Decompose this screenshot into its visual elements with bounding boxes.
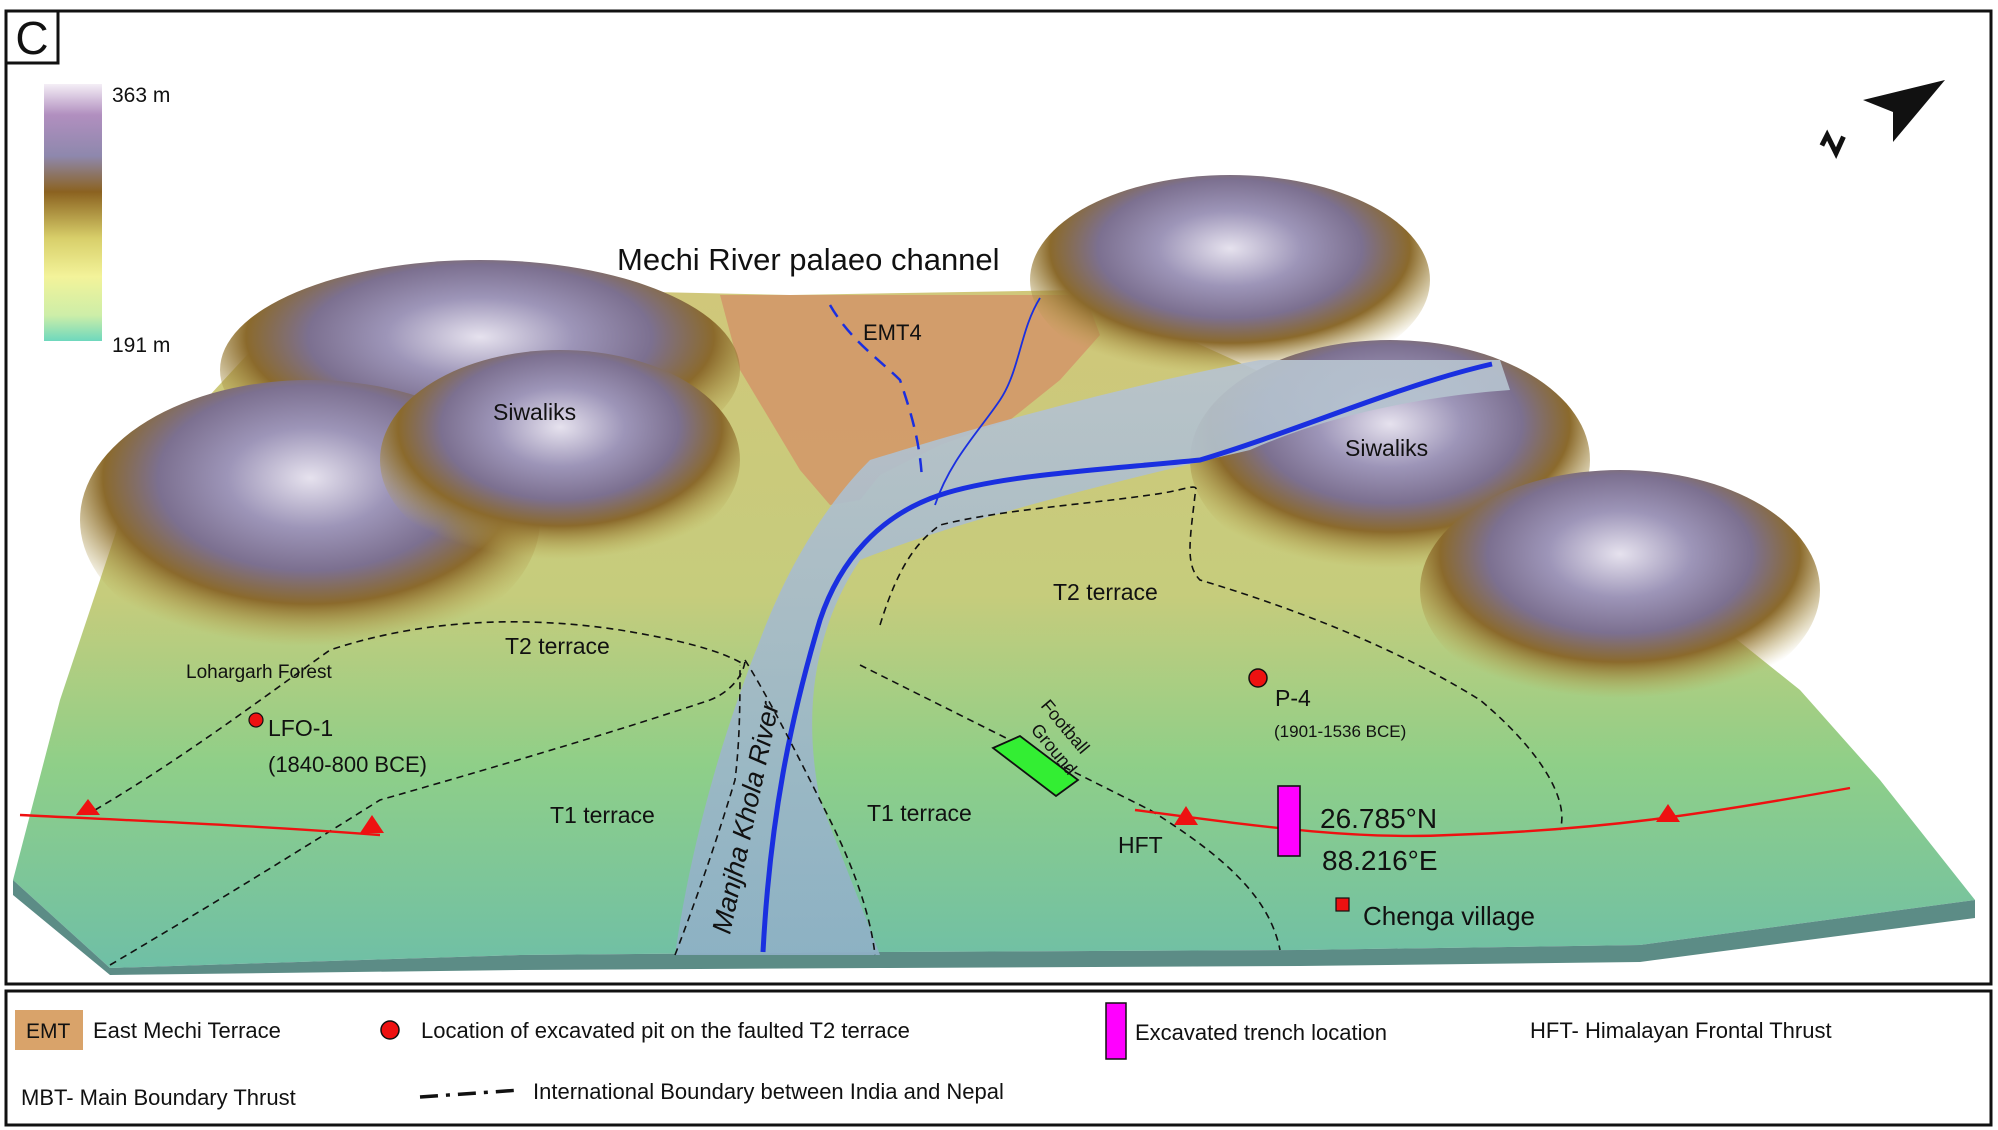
panel-letter: C <box>15 12 48 64</box>
legend-frame <box>4 989 1993 1127</box>
label-siwaliks-right: Siwaliks <box>1345 435 1428 461</box>
label-lohargarh-forest: Lohargarh Forest <box>186 662 332 683</box>
hft-fault-line <box>19 813 381 837</box>
label-hft: HFT <box>1118 832 1163 858</box>
label-siwaliks-left: Siwaliks <box>493 399 576 425</box>
palaeo-stream <box>934 297 1041 506</box>
manjha-khola-river <box>760 361 1493 953</box>
hill-left-mid <box>380 350 740 570</box>
legend-boundary-text: International Boundary between India and… <box>533 1079 1004 1104</box>
legend-pit-icon <box>380 1020 400 1040</box>
excavated-trench <box>1277 785 1301 857</box>
north-arrow-icon <box>1819 80 1945 159</box>
elevation-max: 363 m <box>112 84 170 107</box>
palaeo-dashed-channel <box>828 304 924 481</box>
hill-right-front <box>1420 470 1820 710</box>
label-t1-right: T1 terrace <box>867 800 972 826</box>
label-t2-left: T2 terrace <box>505 633 610 659</box>
legend-emt-abbrev: EMT <box>26 1020 71 1043</box>
label-p4: P-4 <box>1275 685 1311 711</box>
legend-emt-text: East Mechi Terrace <box>93 1018 281 1043</box>
panel-letter-box <box>4 9 60 65</box>
elevation-min: 191 m <box>112 334 170 357</box>
legend-emt-swatch <box>15 1010 83 1050</box>
terrain-side <box>13 880 1975 975</box>
hft-fault-line-east <box>1134 786 1851 838</box>
emt4-area <box>720 295 1100 505</box>
label-lfo1: LFO-1 <box>268 715 333 741</box>
label-t2-right: T2 terrace <box>1053 579 1158 605</box>
pit-p4 <box>1248 668 1268 688</box>
pit-lfo1 <box>248 712 264 728</box>
legend-trench-text: Excavated trench location <box>1135 1020 1387 1045</box>
label-latitude: 26.785°N <box>1320 803 1437 834</box>
label-emt4: EMT4 <box>863 320 922 345</box>
legend-hft-text: HFT- Himalayan Frontal Thrust <box>1530 1018 1832 1043</box>
label-t1-left: T1 terrace <box>550 802 655 828</box>
label-lfo1-age: (1840-800 BCE) <box>268 752 427 777</box>
label-palaeo-channel: Mechi River palaeo channel <box>617 242 1000 277</box>
legend-mbt-text: MBT- Main Boundary Thrust <box>21 1085 296 1110</box>
legend-boundary-icon <box>419 1088 521 1099</box>
fault-teeth <box>76 799 1680 833</box>
legend-trench-icon <box>1105 1002 1127 1060</box>
chenga-village-marker <box>1335 897 1350 912</box>
terrace-boundaries <box>94 486 1563 966</box>
label-chenga-village: Chenga village <box>1363 901 1535 931</box>
river-valley <box>675 360 1510 955</box>
legend-pit-text: Location of excavated pit on the faulted… <box>421 1018 910 1043</box>
label-p4-age: (1901-1536 BCE) <box>1274 722 1406 741</box>
elevation-scale-bar <box>44 84 102 341</box>
label-longitude: 88.216°E <box>1322 845 1438 876</box>
hill-right-back <box>1030 175 1430 385</box>
football-ground <box>991 734 1080 798</box>
